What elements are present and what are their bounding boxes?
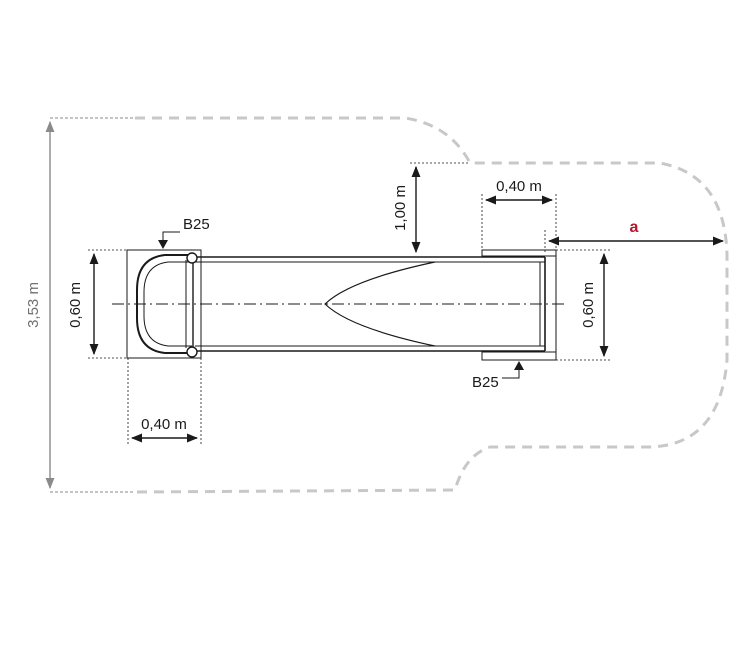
foundation-right-bottom: [481, 351, 557, 361]
top-right-depth-label: 0,40 m: [496, 178, 542, 195]
foundation-right-label: B25: [472, 374, 499, 391]
foundation-right-callout: B25: [472, 361, 524, 391]
clearance-label: 1,00 m: [392, 185, 409, 231]
left-width-dimension: 0,60 m: [67, 249, 127, 359]
top-right-depth-dimension: 0,40 m: [481, 178, 557, 250]
total-height-dimension: 3,53 m: [25, 117, 135, 493]
entry-handle: [136, 252, 198, 358]
distance-a-dimension: a: [544, 219, 725, 252]
total-height-label: 3,53 m: [25, 282, 42, 328]
foundation-left-callout: B25: [158, 216, 210, 249]
right-width-label: 0,60 m: [580, 282, 597, 328]
bottom-left-depth-dimension: 0,40 m: [127, 358, 202, 444]
left-width-label: 0,60 m: [67, 282, 84, 328]
safety-zone-outline: [134, 116, 729, 494]
distance-a-label: a: [630, 219, 639, 236]
foundation-left-label: B25: [183, 216, 210, 233]
right-width-dimension: 0,60 m: [556, 249, 612, 361]
bottom-left-depth-label: 0,40 m: [141, 416, 187, 433]
slide-chute: [195, 256, 546, 352]
clearance-dimension: 1,00 m: [392, 162, 470, 254]
